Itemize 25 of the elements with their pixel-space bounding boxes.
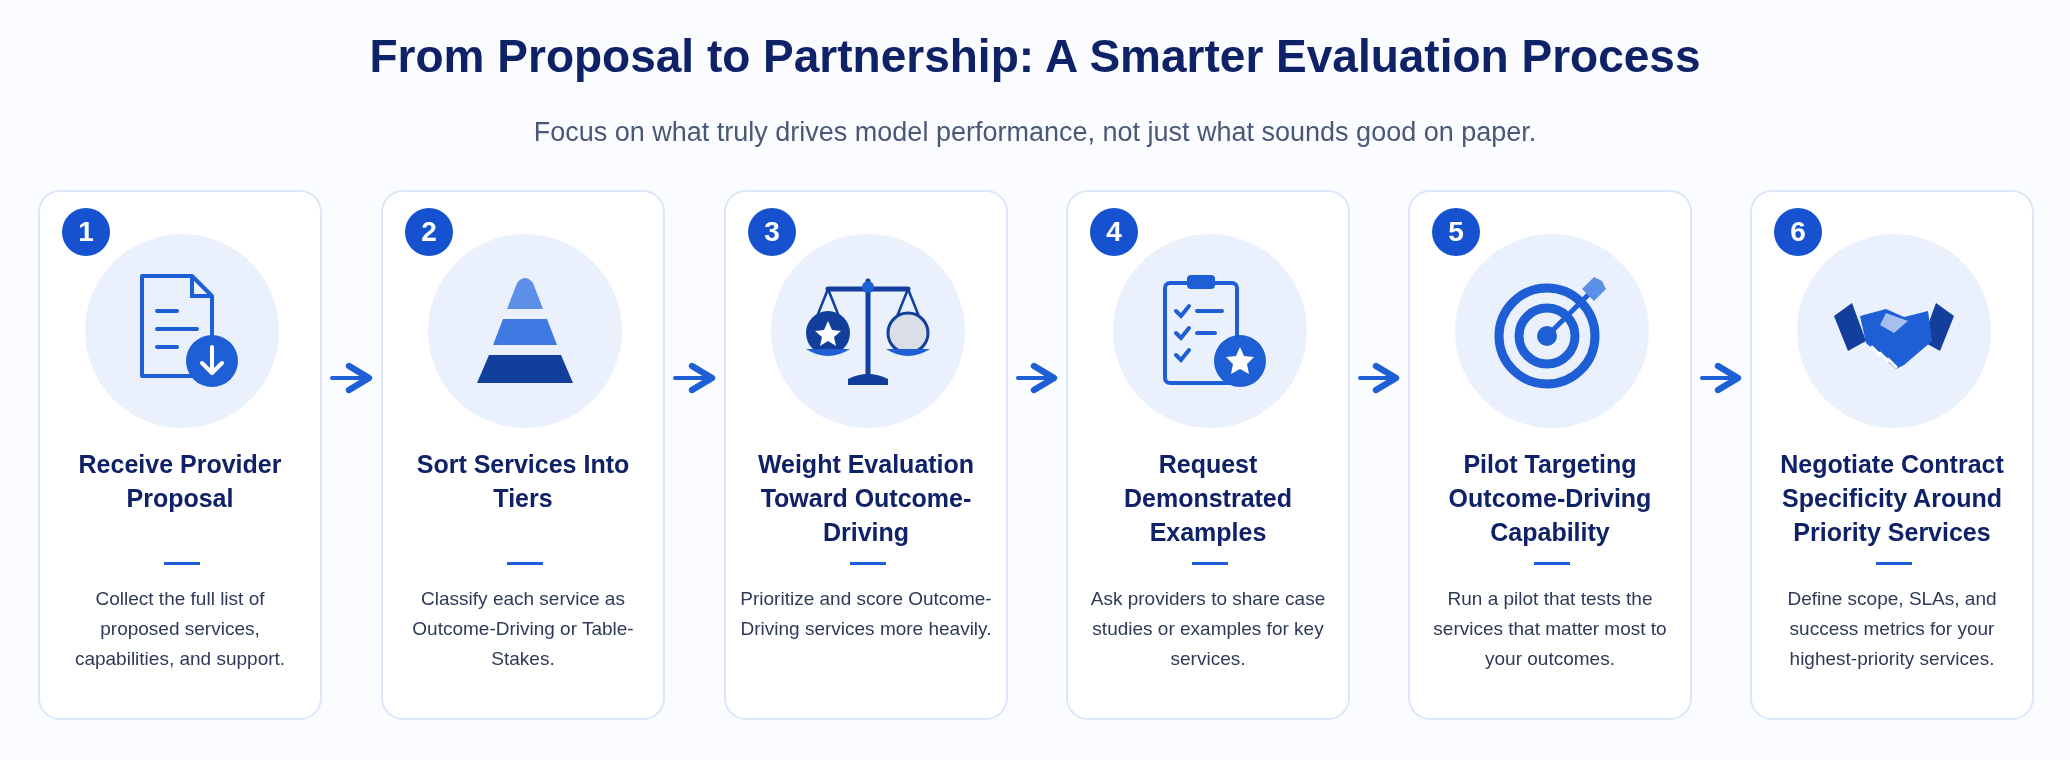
- step-title: Negotiate Contract Specificity Around Priority Services: [1779, 449, 2005, 548]
- step-card: [724, 190, 1008, 720]
- step-title: Sort Services Into Tiers: [415, 449, 631, 514]
- arrow: [1700, 362, 1742, 394]
- arrow: [673, 362, 716, 394]
- step-title: Request Demonstrated Examples: [1122, 449, 1294, 548]
- step-card: [1066, 190, 1350, 720]
- step-title: Pilot Targeting Outcome-Driving Capability: [1447, 449, 1653, 548]
- subtitle: Focus on what truly drives model performance, not just what sounds good on paper.: [532, 116, 1538, 149]
- step-description: Define scope, SLAs, and success metrics for your highest-priority services.: [1786, 587, 1998, 671]
- step-title: Receive Provider Proposal: [77, 449, 283, 514]
- step-card: [38, 190, 322, 720]
- arrow: [1358, 362, 1400, 394]
- step-card: [1408, 190, 1692, 720]
- step-title: Weight Evaluation Toward Outcome-Driving: [756, 449, 976, 548]
- step-description: Ask providers to share case studies or examples for key services.: [1089, 587, 1327, 671]
- step-description: Collect the full list of proposed services, capabilities, and support.: [73, 587, 287, 671]
- title: From Proposal to Partnership: A Smarter Evaluation Process: [368, 29, 1702, 84]
- step-card: [381, 190, 665, 720]
- arrow: [1016, 362, 1058, 394]
- step-card: [1750, 190, 2034, 720]
- step-description: Prioritize and score Outcome-Driving services more heavily.: [740, 587, 992, 641]
- step-description: Classify each service as Outcome-Driving or Table-Stakes.: [411, 587, 635, 671]
- step-description: Run a pilot that tests the services that matter most to your outcomes.: [1432, 587, 1668, 671]
- arrow: [330, 362, 373, 394]
